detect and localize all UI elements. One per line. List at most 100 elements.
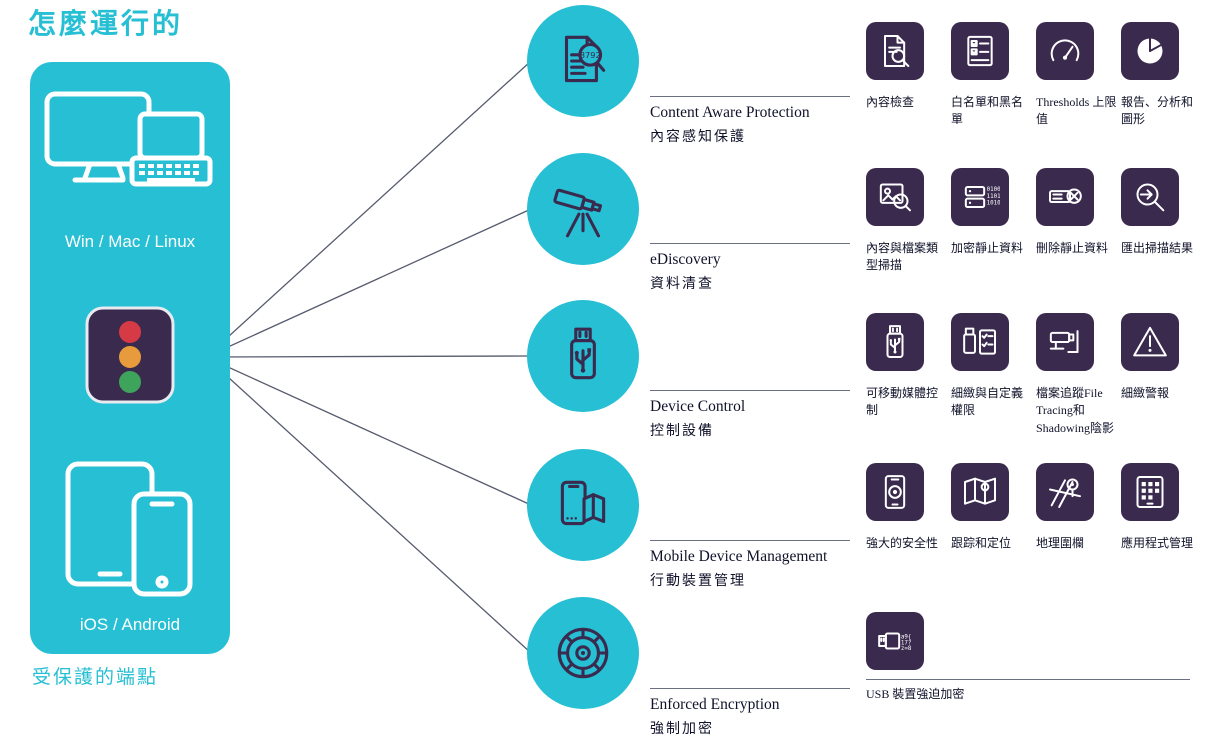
reports-pie-chart-icon: [1130, 31, 1170, 71]
feature-caption: 報告、分析和圖形: [1121, 95, 1194, 127]
feature-caption: 應用程式管理: [1121, 536, 1194, 550]
usb-encryption-tile: [866, 612, 924, 670]
safe-dial-icon: [550, 620, 616, 686]
tablet-phone-icon: [65, 461, 193, 597]
feature-cell: 細緻與自定義權限: [951, 313, 1036, 437]
feature-cell: 加密靜止資料: [951, 168, 1036, 275]
track-locate-tile: [951, 463, 1009, 521]
usb-device-icon: [550, 323, 616, 389]
feature-cell: USB 裝置強迫加密: [866, 612, 1036, 703]
feature-caption: USB 裝置強迫加密: [866, 687, 965, 701]
content-filetype-scan-tile: [866, 168, 924, 226]
module-title-zh: 強制加密: [650, 722, 714, 736]
granular-custom-permissions-icon: [960, 322, 1000, 362]
content-filetype-scan-icon: [875, 177, 915, 217]
mobile-os-label: iOS / Android: [79, 615, 181, 634]
feature-caption: 可移動媒體控制: [866, 386, 939, 418]
feature-cell: 白名單和黑名單: [951, 22, 1036, 129]
reports-tile: [1121, 22, 1179, 80]
granular-alerts-tile: [1121, 313, 1179, 371]
protected-endpoints-panel: Win / Mac / Linux iOS / Android: [30, 62, 230, 654]
feature-cell: 內容與檔案類型掃描: [866, 168, 951, 275]
traffic-light-icon: [85, 306, 175, 404]
module-title-en: Device Control: [650, 398, 746, 415]
module-title-zh: 行動裝置管理: [650, 574, 746, 589]
feature-row-content-aware-protection: 內容檢查 白名單和黑名單 Thresholds 上限值 報告、分析和圖形: [866, 22, 1206, 129]
feature-cell: 可移動媒體控制: [866, 313, 951, 437]
page-title: 怎麼運行的: [28, 9, 184, 40]
track-and-locate-icon: [960, 472, 1000, 512]
desktop-laptop-icon: [44, 91, 213, 187]
content-inspection-tile: [866, 22, 924, 80]
feature-caption: 檔案追蹤File Tracing和Shadowing陰影: [1036, 386, 1115, 435]
thresholds-gauge-icon: [1045, 31, 1085, 71]
module-label-mobile-device-management: Mobile Device Management 行動裝置管理: [650, 540, 850, 590]
strong-security-icon: [875, 472, 915, 512]
feature-caption: 地理圍欄: [1036, 536, 1085, 550]
protected-endpoints-caption: 受保護的端點: [32, 667, 159, 688]
removable-media-control-icon: [875, 322, 915, 362]
module-title-en: eDiscovery: [650, 251, 721, 268]
feature-cell: 應用程式管理: [1121, 463, 1206, 552]
removable-media-tile: [866, 313, 924, 371]
delete-data-at-rest-tile: [1036, 168, 1094, 226]
module-label-device-control: Device Control 控制設備: [650, 390, 850, 440]
module-node-enforced-encryption: [527, 597, 639, 709]
feature-caption: 加密靜止資料: [951, 241, 1024, 255]
whitelist-blacklist-tile: [951, 22, 1009, 80]
feature-row-enforced-encryption: USB 裝置強迫加密: [866, 612, 1036, 703]
feature-row-device-control: 可移動媒體控制 細緻與自定義權限 檔案追蹤File Tracing和Shadow…: [866, 313, 1206, 437]
delete-data-at-rest-icon: [1045, 177, 1085, 217]
strong-security-tile: [866, 463, 924, 521]
feature-cell: Thresholds 上限值: [1036, 22, 1121, 129]
module-title-en: Content Aware Protection: [650, 104, 810, 121]
feature-caption: 跟踪和定位: [951, 536, 1012, 550]
feature-cell: 刪除靜止資料: [1036, 168, 1121, 275]
module-title-en: Enforced Encryption: [650, 696, 780, 713]
feature-caption: 匯出掃描結果: [1121, 241, 1194, 255]
feature-cell: 匯出掃描結果: [1121, 168, 1206, 275]
module-node-ediscovery: [527, 153, 639, 265]
feature-cell: 跟踪和定位: [951, 463, 1036, 552]
module-node-content-aware-protection: [527, 5, 639, 117]
thresholds-tile: [1036, 22, 1094, 80]
module-title-en: Mobile Device Management: [650, 548, 828, 565]
usb-enforced-encryption-icon: [875, 621, 915, 661]
feature-caption: 內容與檔案類型掃描: [866, 241, 939, 273]
bottom-divider-line: [866, 679, 1190, 680]
module-label-ediscovery: eDiscovery 資料清查: [650, 243, 850, 293]
document-scan-icon: [550, 28, 616, 94]
module-label-enforced-encryption: Enforced Encryption 強制加密: [650, 688, 850, 736]
feature-caption: 白名單和黑名單: [951, 95, 1024, 127]
module-title-zh: 內容感知保護: [650, 130, 746, 145]
geofencing-icon: [1045, 472, 1085, 512]
granular-permissions-tile: [951, 313, 1009, 371]
app-management-icon: [1130, 472, 1170, 512]
whitelist-blacklist-icon: [960, 31, 1000, 71]
feature-caption: Thresholds 上限值: [1036, 95, 1117, 127]
desktop-os-label: Win / Mac / Linux: [64, 232, 196, 251]
module-label-content-aware-protection: Content Aware Protection 內容感知保護: [650, 96, 850, 146]
telescope-icon: [550, 176, 616, 242]
feature-row-mobile-device-management: 強大的安全性 跟踪和定位 地理圍欄 應用程式管理: [866, 463, 1206, 552]
module-title-zh: 控制設備: [650, 424, 714, 439]
feature-caption: 細緻與自定義權限: [951, 386, 1024, 418]
module-title-zh: 資料清查: [650, 277, 714, 292]
module-node-mobile-device-management: [527, 449, 639, 561]
encrypt-data-at-rest-tile: [951, 168, 1009, 226]
feature-row-ediscovery: 內容與檔案類型掃描 加密靜止資料 刪除靜止資料 匯出掃描結果: [866, 168, 1206, 275]
export-scan-results-icon: [1130, 177, 1170, 217]
content-inspection-icon: [875, 31, 915, 71]
export-scan-results-tile: [1121, 168, 1179, 226]
mobile-device-map-icon: [550, 472, 616, 538]
feature-cell: 檔案追蹤File Tracing和Shadowing陰影: [1036, 313, 1121, 437]
feature-cell: 強大的安全性: [866, 463, 951, 552]
feature-caption: 強大的安全性: [866, 536, 939, 550]
app-management-tile: [1121, 463, 1179, 521]
feature-cell: 報告、分析和圖形: [1121, 22, 1206, 129]
geofencing-tile: [1036, 463, 1094, 521]
granular-alerts-icon: [1130, 322, 1170, 362]
file-tracing-tile: [1036, 313, 1094, 371]
